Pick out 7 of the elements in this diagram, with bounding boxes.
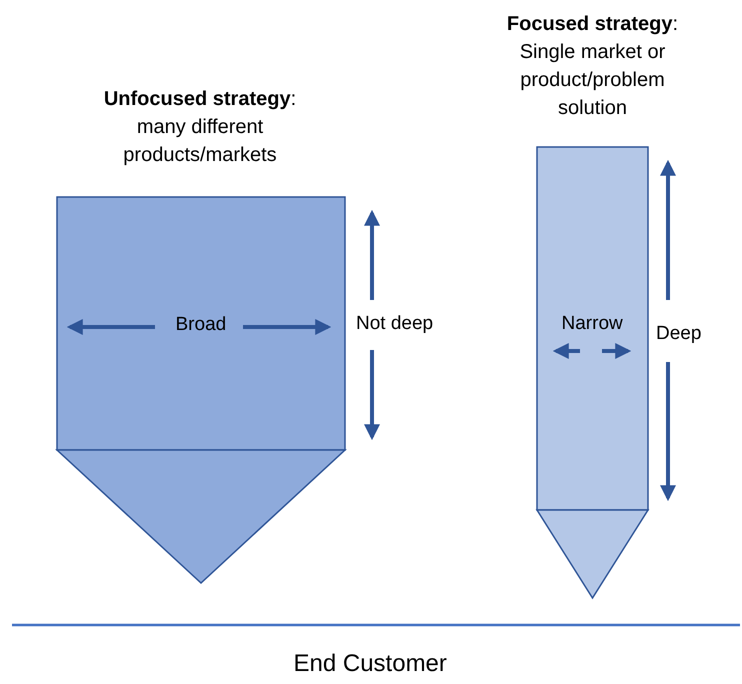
strategy-heading: Unfocused strategy: many different products/markets	[102, 87, 298, 168]
depth-label: Deep	[656, 323, 702, 345]
depth-label: Not deep	[356, 313, 434, 335]
strategy-heading: Focused strategy: Single market or product/problem solution	[506, 12, 680, 121]
customer-label: End Customer	[294, 650, 447, 678]
width-label: Narrow	[562, 313, 623, 335]
width-label: Broad	[176, 314, 226, 336]
